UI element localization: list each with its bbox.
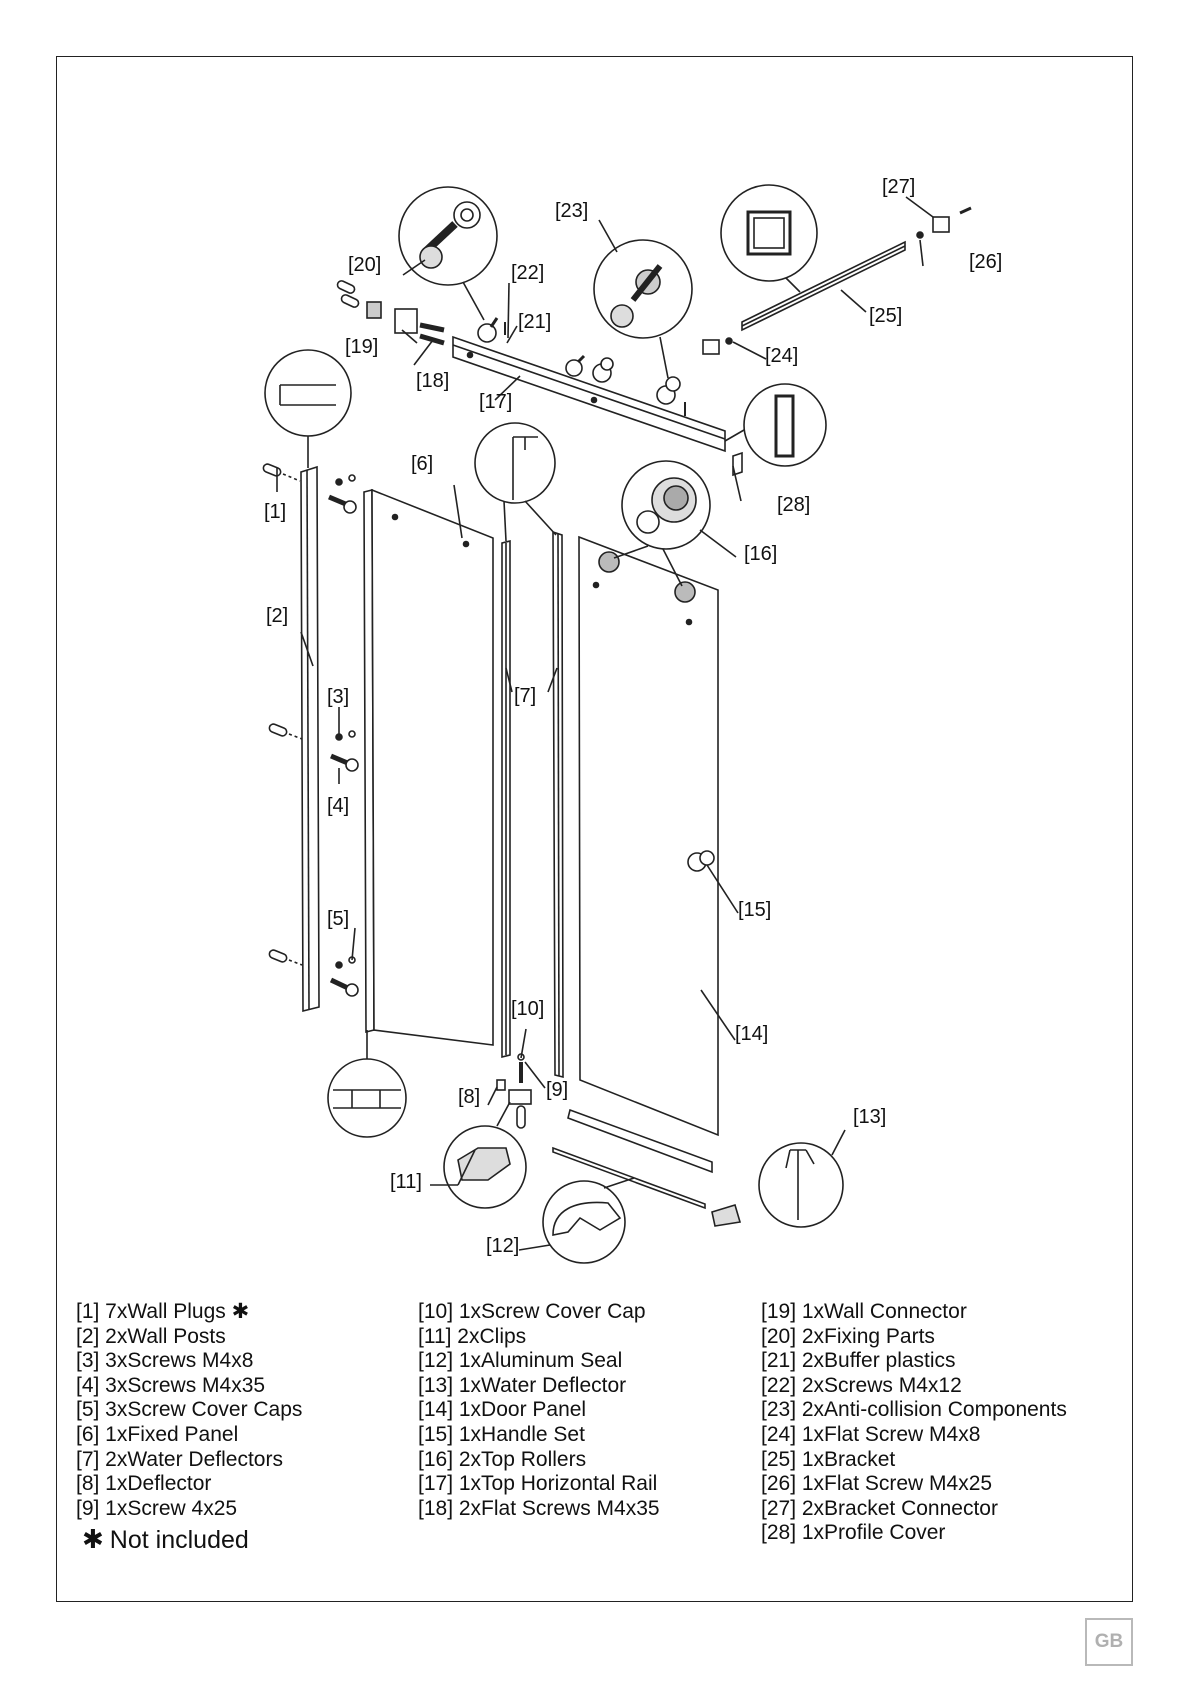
wall-post xyxy=(300,465,320,1013)
callout-23: [23] xyxy=(555,200,588,222)
callout-labels: [1] [2] [3] [4] [5] [6] [7] [8] [9] [10]… xyxy=(264,176,1002,1257)
part-item: [3] 3xScrews M4x8 xyxy=(76,1349,254,1373)
callout-9: [9] xyxy=(546,1079,568,1101)
water-deflectors xyxy=(501,530,564,1079)
top-horizontal-rail xyxy=(452,335,726,453)
callout-8: [8] xyxy=(458,1086,480,1108)
door-panel xyxy=(578,535,719,1137)
callout-28: [28] xyxy=(777,494,810,516)
part-item: [16] 2xTop Rollers xyxy=(418,1447,587,1471)
part-item: [9] 1xScrew 4x25 xyxy=(76,1496,238,1520)
part-item: [2] 2xWall Posts xyxy=(76,1324,226,1348)
part-item: [10] 1xScrew Cover Cap xyxy=(418,1300,646,1323)
rail-hardware xyxy=(477,317,686,416)
callout-22: [22] xyxy=(511,262,544,284)
part-item: [17] 1xTop Horizontal Rail xyxy=(418,1472,658,1496)
leader-lines xyxy=(276,196,934,1251)
callout-11: [11] xyxy=(390,1171,422,1193)
detail-circles xyxy=(264,184,846,1264)
parts-list-column-1: [1] 7xWall Plugs ✱ [2] 2xWall Posts [3] … xyxy=(76,1300,302,1521)
parts-list-column-3: [19] 1xWall Connector [20] 2xFixing Part… xyxy=(761,1300,1067,1546)
asterisk-icon: ✱ xyxy=(82,1524,104,1554)
parts-list-column-2: [10] 1xScrew Cover Cap [11] 2xClips [12]… xyxy=(418,1300,660,1521)
not-included-note: ✱Not included xyxy=(82,1524,249,1555)
callout-24: [24] xyxy=(765,345,798,367)
callout-16: [16] xyxy=(744,543,777,565)
callout-6: [6] xyxy=(411,453,433,475)
part-item: [20] 2xFixing Parts xyxy=(761,1324,935,1348)
callout-27: [27] xyxy=(882,176,915,198)
part-item: [1] 7xWall Plugs ✱ xyxy=(76,1300,250,1323)
part-item: [5] 3xScrew Cover Caps xyxy=(76,1398,303,1422)
part-item: [8] 1xDeflector xyxy=(76,1472,212,1496)
callout-25: [25] xyxy=(869,305,902,327)
bottom-fittings xyxy=(496,1053,532,1129)
part-item: [6] 1xFixed Panel xyxy=(76,1422,239,1446)
callout-19: [19] xyxy=(345,336,378,358)
part-item: [19] 1xWall Connector xyxy=(761,1300,967,1323)
callout-20: [20] xyxy=(348,254,381,276)
part-item: [22] 2xScrews M4x12 xyxy=(761,1373,962,1397)
part-item: [12] 1xAluminum Seal xyxy=(418,1349,623,1373)
part-item: [15] 1xHandle Set xyxy=(418,1422,585,1446)
part-item: [4] 3xScrews M4x35 xyxy=(76,1373,266,1397)
part-item: [24] 1xFlat Screw M4x8 xyxy=(761,1422,981,1446)
callout-18: [18] xyxy=(416,370,449,392)
part-item: [11] 2xClips xyxy=(418,1324,527,1348)
callout-5: [5] xyxy=(327,908,349,930)
part-item: [14] 1xDoor Panel xyxy=(418,1398,587,1422)
callout-7: [7] xyxy=(514,685,536,707)
callout-2: [2] xyxy=(266,605,288,627)
callout-21: [21] xyxy=(518,311,551,333)
callout-17: [17] xyxy=(479,391,512,413)
part-item: [23] 2xAnti-collision Components xyxy=(761,1398,1067,1422)
fixed-panel xyxy=(363,488,494,1046)
callout-4: [4] xyxy=(327,795,349,817)
wall-plugs xyxy=(262,463,303,966)
callout-3: [3] xyxy=(327,686,349,708)
part-item: [27] 2xBracket Connector xyxy=(761,1496,998,1520)
part-item: [13] 1xWater Deflector xyxy=(418,1373,627,1397)
callout-13: [13] xyxy=(853,1106,886,1128)
callout-14: [14] xyxy=(735,1023,768,1045)
part-item: [26] 1xFlat Screw M4x25 xyxy=(761,1472,993,1496)
part-item: [7] 2xWater Deflectors xyxy=(76,1447,283,1471)
callout-12: [12] xyxy=(486,1235,519,1257)
seals xyxy=(552,1108,742,1227)
wall-screws xyxy=(328,474,359,997)
callout-1: [1] xyxy=(264,501,286,523)
language-badge: GB xyxy=(1085,1618,1133,1666)
callout-15: [15] xyxy=(738,899,771,921)
part-item: [18] 2xFlat Screws M4x35 xyxy=(418,1496,660,1520)
callout-10: [10] xyxy=(511,998,544,1020)
part-item: [28] 1xProfile Cover xyxy=(761,1521,946,1545)
part-item: [25] 1xBracket xyxy=(761,1447,896,1471)
bracket xyxy=(702,206,972,355)
note-text: Not included xyxy=(109,1526,249,1554)
wall-connector xyxy=(336,280,445,346)
page-frame xyxy=(56,56,1133,1602)
part-item: [21] 2xBuffer plastics xyxy=(761,1349,956,1373)
callout-26: [26] xyxy=(969,251,1002,273)
